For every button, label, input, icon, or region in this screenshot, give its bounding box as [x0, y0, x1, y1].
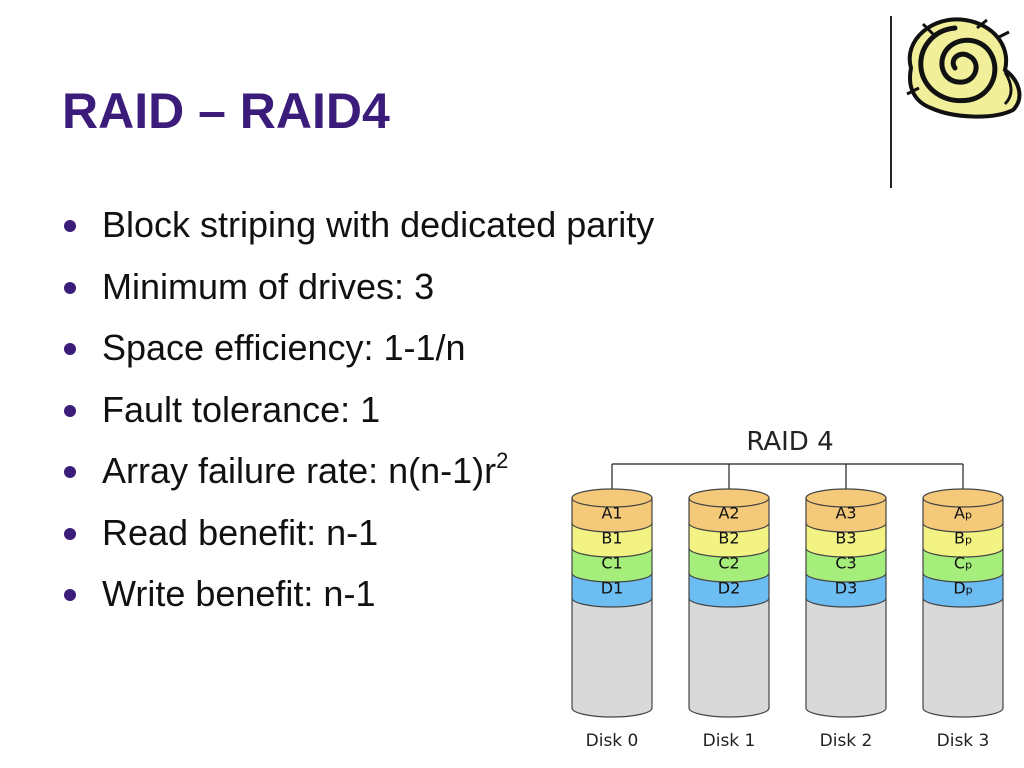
bullet-dot: [64, 589, 76, 601]
disk-body: [922, 597, 1004, 718]
snail-shell-logo: [906, 17, 1022, 119]
bullet-item: Array failure rate: n(n-1)r2: [62, 444, 654, 506]
block-label: C1: [601, 554, 622, 573]
bullet-item: Block striping with dedicated parity: [62, 198, 654, 260]
disk-label: Disk 1: [703, 731, 756, 751]
block-label: C2: [718, 554, 739, 573]
bullet-dot: [64, 220, 76, 232]
vertical-divider: [890, 16, 892, 188]
disk-top: [571, 488, 653, 508]
block-label: Dp: [953, 579, 972, 598]
block-label: D1: [601, 579, 624, 598]
disk-block: [805, 522, 887, 558]
disk-top: [805, 488, 887, 508]
block-label: Ap: [954, 504, 972, 523]
disk-label: Disk 2: [820, 731, 873, 751]
disk-block: [922, 497, 1004, 533]
bullet-dot: [64, 527, 76, 540]
bullet-text: Read benefit: n-1: [102, 511, 379, 553]
bullet-dot: [64, 343, 76, 355]
disk-label: Disk 3: [937, 731, 990, 751]
disk-label: Disk 0: [586, 731, 639, 751]
bullet-text: Space efficiency: 1-1/n: [102, 327, 466, 368]
block-label: C3: [835, 554, 856, 573]
disk-block: [688, 522, 770, 558]
slide-title: RAID – RAID4: [62, 83, 390, 139]
bullet-dot: [64, 404, 76, 417]
disk-block: [922, 572, 1004, 608]
bullet-text: Minimum of drives: 3: [102, 265, 435, 307]
disk-block: [805, 572, 887, 608]
disk-block: [571, 547, 653, 583]
disk-block: [571, 572, 653, 608]
block-label: A2: [718, 504, 739, 523]
block-label: B3: [835, 529, 856, 548]
block-label: Bp: [954, 529, 972, 548]
bullet-item: Write benefit: n-1: [62, 567, 654, 629]
disk-block: [922, 547, 1004, 583]
bullet-dot: [64, 281, 76, 294]
block-label: A3: [835, 504, 856, 523]
disk-block: [805, 547, 887, 583]
disk-body: [571, 597, 653, 718]
disk-top: [922, 488, 1004, 508]
bullet-text: Write benefit: n-1: [102, 573, 376, 614]
block-label: D3: [835, 579, 858, 598]
bullet-text: Block striping with dedicated parity: [102, 204, 655, 245]
disk-block: [805, 497, 887, 533]
block-label: Cp: [954, 554, 972, 573]
disk-block: [571, 497, 653, 533]
disk-block: [922, 522, 1004, 558]
block-label: B2: [718, 529, 739, 548]
bullet-superscript: 2: [496, 448, 509, 473]
bullet-dot: [64, 466, 76, 478]
bullet-list: Block striping with dedicated parity Min…: [62, 198, 654, 629]
block-label: B1: [601, 529, 622, 548]
disk-block: [688, 547, 770, 583]
disk-block: [688, 497, 770, 533]
bullet-item: Read benefit: n-1: [62, 506, 654, 568]
block-label: D2: [718, 579, 741, 598]
disk-block: [571, 522, 653, 558]
disk-body: [688, 597, 770, 718]
bullet-text: Array failure rate: n(n-1)r: [102, 450, 497, 491]
bullet-item: Minimum of drives: 3: [62, 260, 654, 322]
disk-top: [688, 488, 770, 508]
diagram-title: RAID 4: [746, 427, 833, 457]
bullet-text: Fault tolerance: 1: [102, 388, 381, 430]
disk-block: [688, 572, 770, 608]
bullet-item: Fault tolerance: 1: [62, 383, 654, 445]
block-label: A1: [601, 504, 622, 523]
bullet-item: Space efficiency: 1-1/n: [62, 321, 654, 383]
disk-body: [805, 597, 887, 718]
